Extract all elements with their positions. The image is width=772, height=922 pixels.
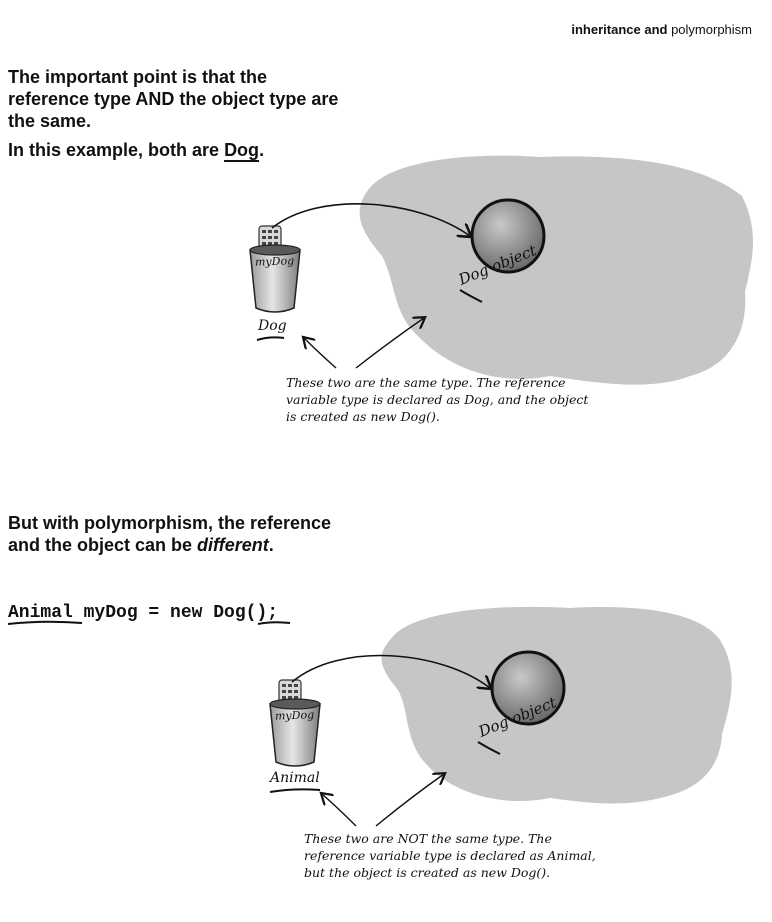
note-1-line-3: is created as new Dog(). (286, 409, 440, 424)
code-animal: Animal (8, 603, 73, 623)
heap-blob-1 (359, 155, 753, 385)
note-2-line-3: but the object is created as new Dog(). (304, 865, 551, 880)
code-dog: Dog (213, 603, 246, 623)
note-1-line-2: variable type is declared as Dog, and th… (286, 392, 589, 407)
example-prefix: In this example, both are (8, 140, 225, 160)
cup-icon-1 (249, 225, 301, 313)
ref-type-underline-1 (256, 336, 285, 341)
cup-icon-2 (269, 679, 321, 767)
note-arrow-right-2 (375, 774, 444, 827)
intro-paragraph: The important point is that the referenc… (8, 67, 339, 131)
dog-object-underline-1 (459, 289, 483, 303)
cup-label-1: myDog (254, 254, 295, 269)
header-bold: inheritance and (571, 22, 668, 37)
note-arrow-left-2 (322, 794, 357, 827)
ref-type-label-2: Animal (270, 770, 320, 786)
dog-object-underline-2 (477, 741, 501, 755)
code-middle: myDog = new (72, 603, 214, 623)
code-dog-underline (257, 621, 291, 625)
ref-type-underline-2 (269, 788, 321, 793)
note-1-line-1: These two are the same type. The referen… (286, 375, 566, 390)
reference-arrow-1 (271, 203, 470, 236)
note-arrow-right-1 (355, 318, 424, 369)
code-end: (); (245, 603, 279, 623)
note-arrow-left-1 (304, 338, 337, 369)
reference-arrow-2 (291, 654, 490, 688)
note-2-line-1: These two are NOT the same type. The (304, 831, 552, 846)
example-dog: Dog (224, 140, 260, 160)
cup-label-2: myDog (274, 708, 315, 723)
poly-emphasis: different (197, 535, 269, 555)
note-2-line-2: reference variable type is declared as A… (304, 848, 596, 863)
header-rest: polymorphism (671, 22, 752, 37)
note-1: These two are the same type. The referen… (286, 374, 588, 425)
ref-type-label-1: Dog (258, 318, 287, 334)
example-paragraph: In this example, both are Dog. (8, 139, 264, 161)
code-line: Animal myDog = new Dog(); (8, 603, 278, 623)
note-2: These two are NOT the same type. The ref… (304, 830, 596, 881)
polymorphism-paragraph: But with polymorphism, the reference and… (8, 512, 348, 556)
example-suffix: . (259, 140, 265, 160)
poly-prefix: But with polymorphism, the reference and… (8, 513, 332, 555)
poly-suffix: . (268, 535, 274, 555)
code-animal-underline (7, 620, 83, 625)
page-header: inheritance and polymorphism (571, 22, 752, 37)
